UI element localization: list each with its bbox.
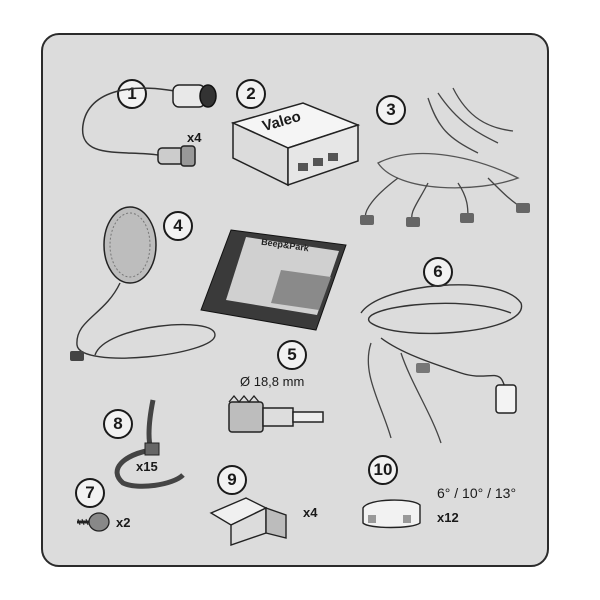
item-3-number: 3 xyxy=(376,95,406,125)
cable-tie-icon xyxy=(114,399,185,489)
item-8-qty: x15 xyxy=(136,459,158,474)
item-8-number: 8 xyxy=(103,409,133,439)
item-10-spec: 6° / 10° / 13° xyxy=(437,485,517,501)
item-10-number: 10 xyxy=(368,455,398,485)
item-9-qty: x4 xyxy=(303,505,318,520)
instruction-manual-icon xyxy=(200,229,347,331)
item-4-number: 4 xyxy=(163,211,193,241)
item-1-qty: x4 xyxy=(187,130,202,145)
buzzer-speaker-icon xyxy=(70,206,216,361)
kit-contents-card: 1 x4 2 Valeo 3 4 xyxy=(41,33,549,567)
item-5-spec: Ø 18,8 mm xyxy=(240,374,305,389)
item-10-qty: x12 xyxy=(437,510,459,525)
power-harness-icon xyxy=(360,284,522,444)
hole-saw-icon xyxy=(228,394,324,433)
item-1-number: 1 xyxy=(117,79,147,109)
item-9-number: 9 xyxy=(217,465,247,495)
parking-sensor-icon xyxy=(82,84,217,167)
item-2-number: 2 xyxy=(236,79,266,109)
item-5-number: 5 xyxy=(277,340,307,370)
control-unit-icon xyxy=(230,102,361,187)
wire-connector-icon xyxy=(209,497,287,546)
angle-spacer-icon xyxy=(362,499,421,529)
wiring-harness-icon xyxy=(360,87,530,227)
item-7-qty: x2 xyxy=(116,515,131,530)
screw-icon xyxy=(77,512,110,532)
item-6-number: 6 xyxy=(423,257,453,287)
item-7-number: 7 xyxy=(75,478,105,508)
